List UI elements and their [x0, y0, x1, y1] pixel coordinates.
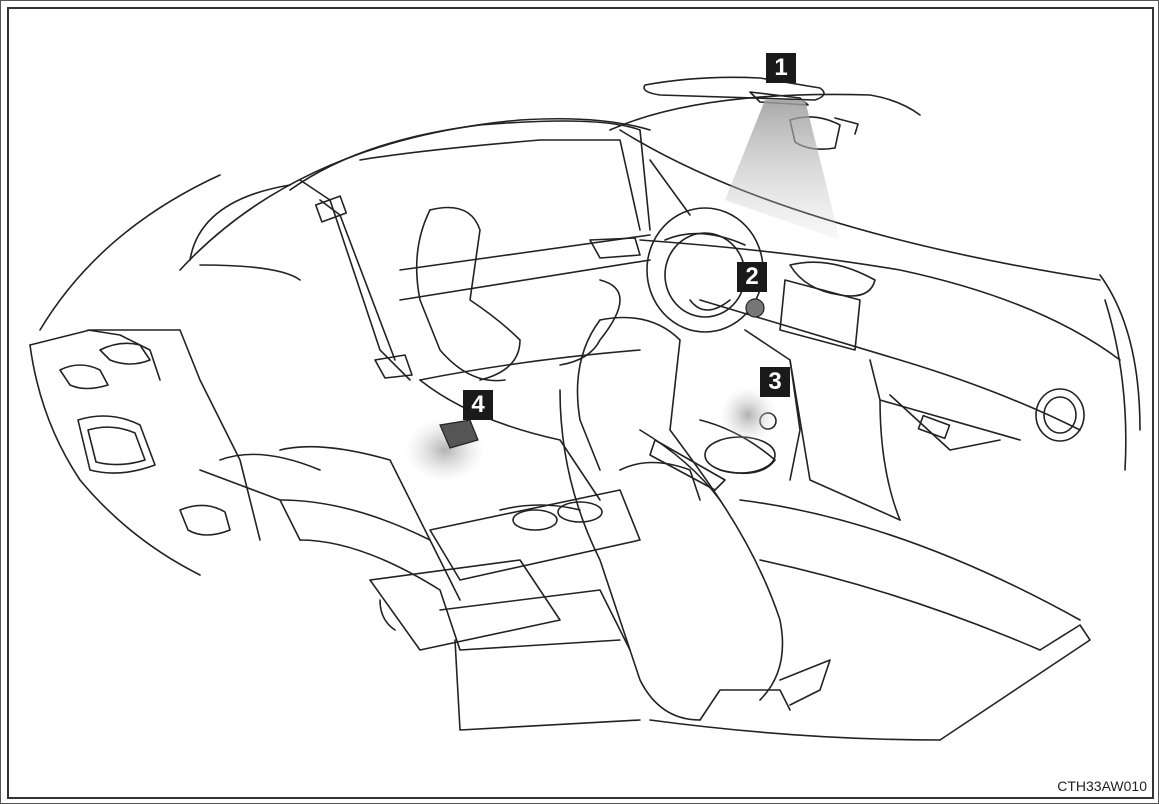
- ignition-light: [746, 299, 764, 317]
- figure-code: CTH33AW010: [1057, 778, 1147, 794]
- callout-1: 1: [766, 53, 796, 83]
- callout-2: 2: [737, 262, 767, 292]
- light-beam: [725, 100, 840, 240]
- callout-4: 4: [463, 390, 493, 420]
- callout-3: 3: [760, 367, 790, 397]
